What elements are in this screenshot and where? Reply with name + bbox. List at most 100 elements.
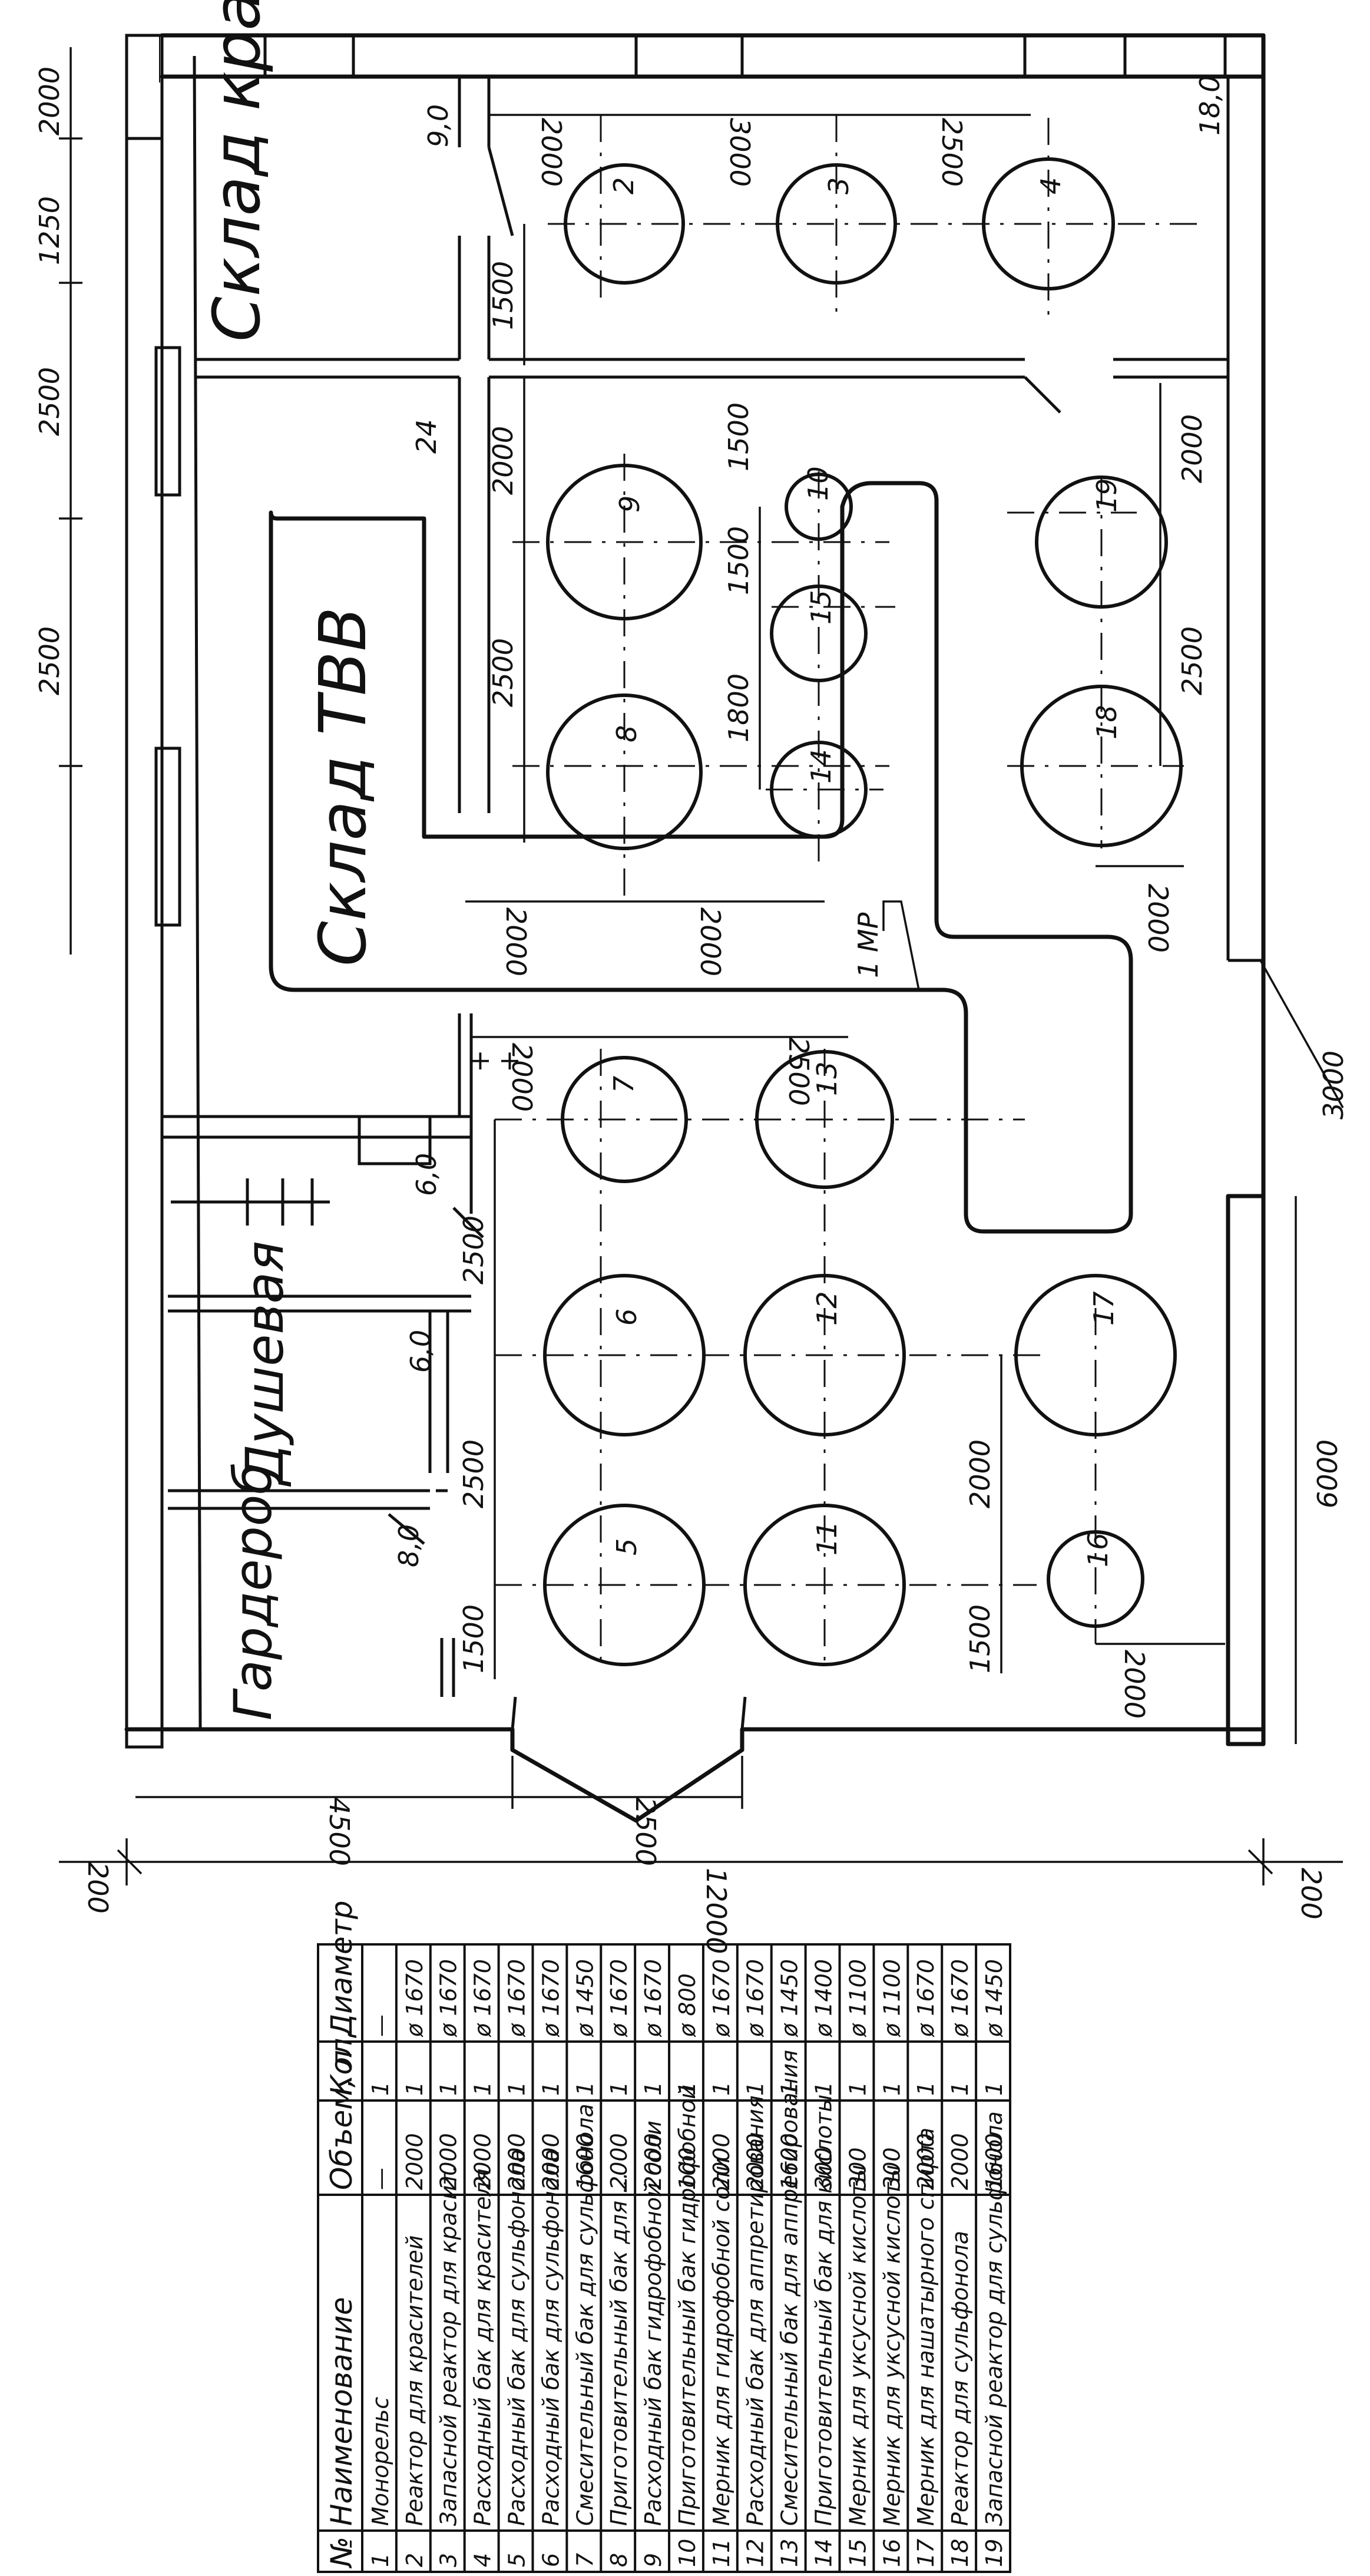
table-cell: 1600 bbox=[777, 2133, 803, 2190]
table-cell: 1600 bbox=[981, 2133, 1007, 2190]
dim-inner: 2500 bbox=[487, 638, 519, 707]
dim-inner: 1500 bbox=[723, 402, 755, 471]
tank-number: 13 bbox=[811, 1061, 843, 1096]
table-cell: Реактор для красителей bbox=[402, 2235, 428, 2526]
table-cell: 1 bbox=[879, 2082, 905, 2096]
tank-number: 12 bbox=[811, 1291, 843, 1326]
dim-inner: 2000 bbox=[1142, 884, 1174, 953]
tank-number: 7 bbox=[608, 1076, 640, 1093]
dim-inner: 2000 bbox=[487, 426, 519, 495]
table-cell: ø 1670 bbox=[913, 1959, 939, 2037]
table-cell: Расходный бак для красителя bbox=[470, 2168, 496, 2526]
tank-10 bbox=[785, 473, 853, 541]
table-grid bbox=[318, 1944, 1011, 2572]
table-cell: 1 bbox=[368, 2082, 393, 2096]
room-area: 9,0 bbox=[422, 104, 454, 147]
table-cell: 300 bbox=[811, 2147, 837, 2190]
dim-inner: 2500 bbox=[458, 1216, 489, 1284]
tank-16 bbox=[1047, 1530, 1144, 1628]
room-label-shower: Душевая bbox=[234, 1241, 295, 1487]
dim-inner: 2000 bbox=[1176, 414, 1208, 483]
dim-inner: 3000 bbox=[724, 118, 756, 187]
room-labels: Склад красителей Склад ТВВ Душевая Гарде… bbox=[199, 0, 1226, 1720]
table-cell: Расходный бак для аппретирования bbox=[743, 2095, 769, 2526]
table-cell: ø 1670 bbox=[402, 1959, 428, 2037]
dim-top-2500b: 2500 bbox=[34, 626, 65, 695]
table-cell: 1 bbox=[981, 2082, 1007, 2096]
room-area: 8,0 bbox=[393, 1524, 425, 1567]
tank-18 bbox=[1020, 685, 1183, 847]
table-header-cell: Наименование bbox=[325, 2297, 359, 2526]
table-cell: 1 bbox=[470, 2082, 496, 2096]
table-cell: 300 bbox=[879, 2147, 905, 2190]
svg-text:+: + bbox=[493, 1049, 525, 1072]
table-cell: 1 bbox=[709, 2082, 734, 2096]
dim-top-2500: 2500 bbox=[34, 367, 65, 436]
table-cell: 1 bbox=[845, 2082, 871, 2096]
table-header-cell: № bbox=[325, 2537, 359, 2569]
dim-inner: 1500 bbox=[487, 261, 519, 330]
table-cell: 18 bbox=[947, 2539, 973, 2567]
table-cell: 16 bbox=[879, 2539, 905, 2567]
tank-5 bbox=[543, 1504, 706, 1666]
tank-6 bbox=[543, 1274, 706, 1436]
table-cell: 2000 bbox=[640, 2133, 666, 2190]
dim-top-2000: 2000 bbox=[34, 67, 65, 136]
dim-inner: 2000 bbox=[500, 907, 532, 976]
tank-number: 19 bbox=[1091, 478, 1123, 513]
table-cell: 2000 bbox=[709, 2133, 734, 2190]
tank-number: 16 bbox=[1082, 1533, 1114, 1567]
table-cell: 1 bbox=[572, 2082, 598, 2096]
table-cell: ø 1670 bbox=[436, 1959, 462, 2037]
tank-11 bbox=[743, 1504, 906, 1666]
table-cell: 300 bbox=[845, 2147, 871, 2190]
tank-number: 10 bbox=[802, 466, 834, 501]
table-cell: 2000 bbox=[538, 2133, 564, 2190]
table-cell: Мерник для уксусной кислоты bbox=[845, 2165, 871, 2526]
dim-inner: 2000 bbox=[506, 1043, 538, 1112]
table-cell: 1 bbox=[538, 2082, 564, 2096]
table-cell: Запасной реактор для красит. bbox=[436, 2165, 462, 2526]
tank-number: 3 bbox=[823, 177, 855, 194]
table-cell: 1 bbox=[606, 2082, 632, 2096]
room-label-dye-store-line1: Склад красителей bbox=[199, 0, 274, 342]
table-cell: Смесительный бак для аппретирования bbox=[777, 2050, 803, 2526]
table-cell: 1600 bbox=[572, 2133, 598, 2190]
table-cell: 9 bbox=[640, 2553, 666, 2567]
table-cell: 11 bbox=[709, 2539, 734, 2567]
table-cell: 2000 bbox=[606, 2133, 632, 2190]
partitions bbox=[154, 77, 1230, 1729]
table-cell: Мерник для нашатырного спирта bbox=[913, 2128, 939, 2526]
tank-number: 8 bbox=[611, 725, 643, 742]
table-cell: 2000 bbox=[436, 2133, 462, 2190]
table-cell: Приготовительный бак для ... bbox=[606, 2172, 632, 2526]
table-cell: 1 bbox=[947, 2082, 973, 2096]
tank-15 bbox=[770, 584, 868, 682]
dim-inner: 2000 bbox=[964, 1439, 996, 1508]
dim-top-1250: 1250 bbox=[34, 196, 65, 265]
table-cell: Мерник для гидрофобной соли bbox=[709, 2157, 734, 2526]
table-cell: ø 1670 bbox=[538, 1959, 564, 2037]
table-cell: 4 bbox=[470, 2553, 496, 2567]
table-cell: Приготовительный бак гидрофобной bbox=[674, 2085, 700, 2526]
table-cell: 7 bbox=[572, 2553, 598, 2567]
tank-17 bbox=[1014, 1274, 1177, 1436]
table-cell: ø 800 bbox=[674, 1973, 700, 2037]
north-wall bbox=[160, 33, 1266, 79]
tank-number: 15 bbox=[805, 590, 837, 625]
table-cell: Расходный бак для сульфонола bbox=[504, 2149, 530, 2526]
table-cell: 2000 bbox=[470, 2133, 496, 2190]
dim-inner: 2000 bbox=[694, 907, 726, 976]
tank-14 bbox=[770, 741, 868, 838]
south-wall bbox=[124, 1727, 1266, 1823]
table-cell: Приготовительный бак для кислоты bbox=[811, 2095, 837, 2526]
table-cell: Монорельс bbox=[368, 2397, 393, 2526]
table-cell: 13 bbox=[777, 2539, 803, 2567]
dimension-labels: 2000 1250 2500 2500 3000 6000 12000 4500… bbox=[34, 67, 1349, 1954]
table-cell: 17 bbox=[913, 2539, 939, 2567]
table-cell: Реактор для сульфонола bbox=[947, 2231, 973, 2526]
table-cell: ø 1670 bbox=[640, 1959, 666, 2037]
